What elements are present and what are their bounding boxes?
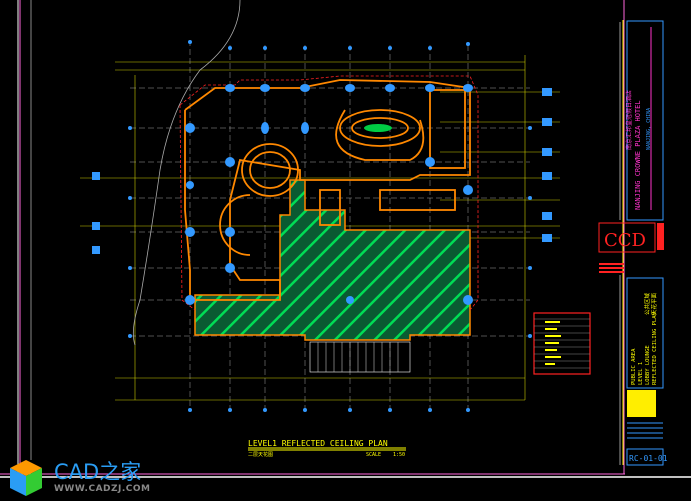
project-name-cn: 南京汇邦皇冠假日酒店 bbox=[625, 90, 633, 150]
reception-feature bbox=[364, 124, 392, 132]
firm-logo: CCD bbox=[604, 230, 646, 251]
scale-label: SCALE bbox=[366, 452, 381, 458]
drawing-number: RC-01-01 bbox=[629, 454, 668, 463]
watermark: CAD之家 WWW.CADZJ.COM bbox=[6, 456, 150, 498]
watermark-url: WWW.CADZJ.COM bbox=[54, 484, 151, 494]
hatched-floor-area[interactable] bbox=[194, 179, 471, 341]
drawing-subtitle: 二层天花图 bbox=[248, 451, 273, 458]
cube-logo-icon bbox=[10, 460, 42, 496]
columns bbox=[185, 84, 473, 305]
area-line-1: PUBLIC AREA bbox=[631, 348, 637, 385]
area-line-4: REFLECTED CEILING PLAN bbox=[652, 312, 658, 385]
project-name-en: NANJING CROWNE PLAZA HOTEL bbox=[634, 100, 642, 210]
grid-bubbles bbox=[128, 40, 532, 412]
drawing-title: LEVEL1 REFLECTED CEILING PLAN bbox=[248, 439, 388, 448]
area-cn-1: 公共区域 bbox=[643, 292, 651, 315]
red-perimeter bbox=[179, 75, 479, 311]
legend-table[interactable] bbox=[533, 312, 591, 375]
area-cn-2: 天花平面 bbox=[650, 292, 658, 315]
area-line-3: LOBBY LOUNGE bbox=[645, 345, 651, 385]
title-block: NANJING CROWNE PLAZA HOTEL 南京汇邦皇冠假日酒店 NA… bbox=[598, 20, 668, 466]
project-location: NANJING, CHINA bbox=[646, 108, 652, 150]
drawing-frame bbox=[0, 0, 691, 478]
site-boundary bbox=[132, 0, 241, 346]
area-line-2: LEVEL 1 bbox=[638, 362, 644, 385]
wall-outlines bbox=[184, 79, 471, 301]
watermark-title: CAD之家 bbox=[54, 460, 142, 484]
staircase bbox=[309, 341, 411, 373]
section-tags bbox=[92, 88, 552, 254]
scale-value: 1:50 bbox=[393, 452, 405, 458]
